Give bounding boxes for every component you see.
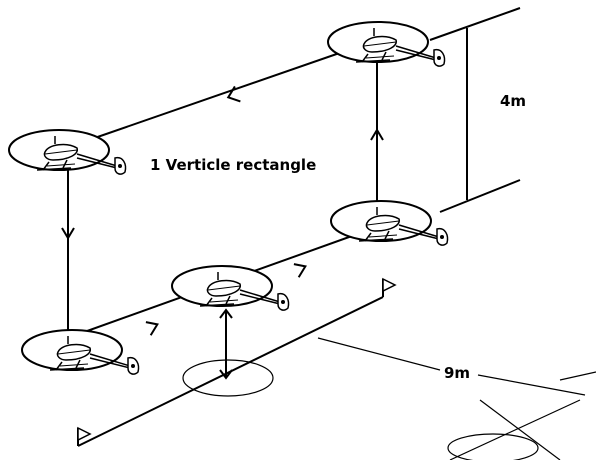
landing-pad-icon — [182, 359, 274, 397]
width-label: 9m — [444, 364, 470, 382]
helicopter-icon — [8, 129, 127, 176]
arrow-icon — [370, 128, 384, 141]
arrow-icon — [61, 227, 75, 240]
arrow-icon — [219, 308, 233, 319]
helicopter-icon — [171, 265, 290, 312]
width-dimension-tick — [559, 371, 596, 381]
guide-line — [479, 399, 561, 460]
flag-icon — [77, 426, 92, 446]
width-dimension-right — [477, 374, 586, 396]
arrow-icon — [219, 369, 233, 380]
helicopter-icon — [327, 21, 446, 68]
height-label: 4m — [500, 92, 526, 110]
arrow-icon — [293, 263, 307, 278]
helicopter-icon — [21, 329, 140, 376]
width-dimension-left — [317, 337, 441, 371]
arrow-icon — [145, 321, 159, 336]
guide-line — [449, 399, 581, 460]
height-dimension-top — [429, 7, 521, 41]
height-dimension-bottom — [439, 179, 521, 213]
diagram-title: 1 Verticle rectangle — [150, 156, 316, 174]
path-top-edge — [59, 39, 378, 151]
flag-icon — [382, 277, 397, 297]
landing-pad-icon — [447, 433, 539, 460]
arrow-icon — [226, 85, 241, 103]
helicopter-icon — [330, 200, 449, 247]
